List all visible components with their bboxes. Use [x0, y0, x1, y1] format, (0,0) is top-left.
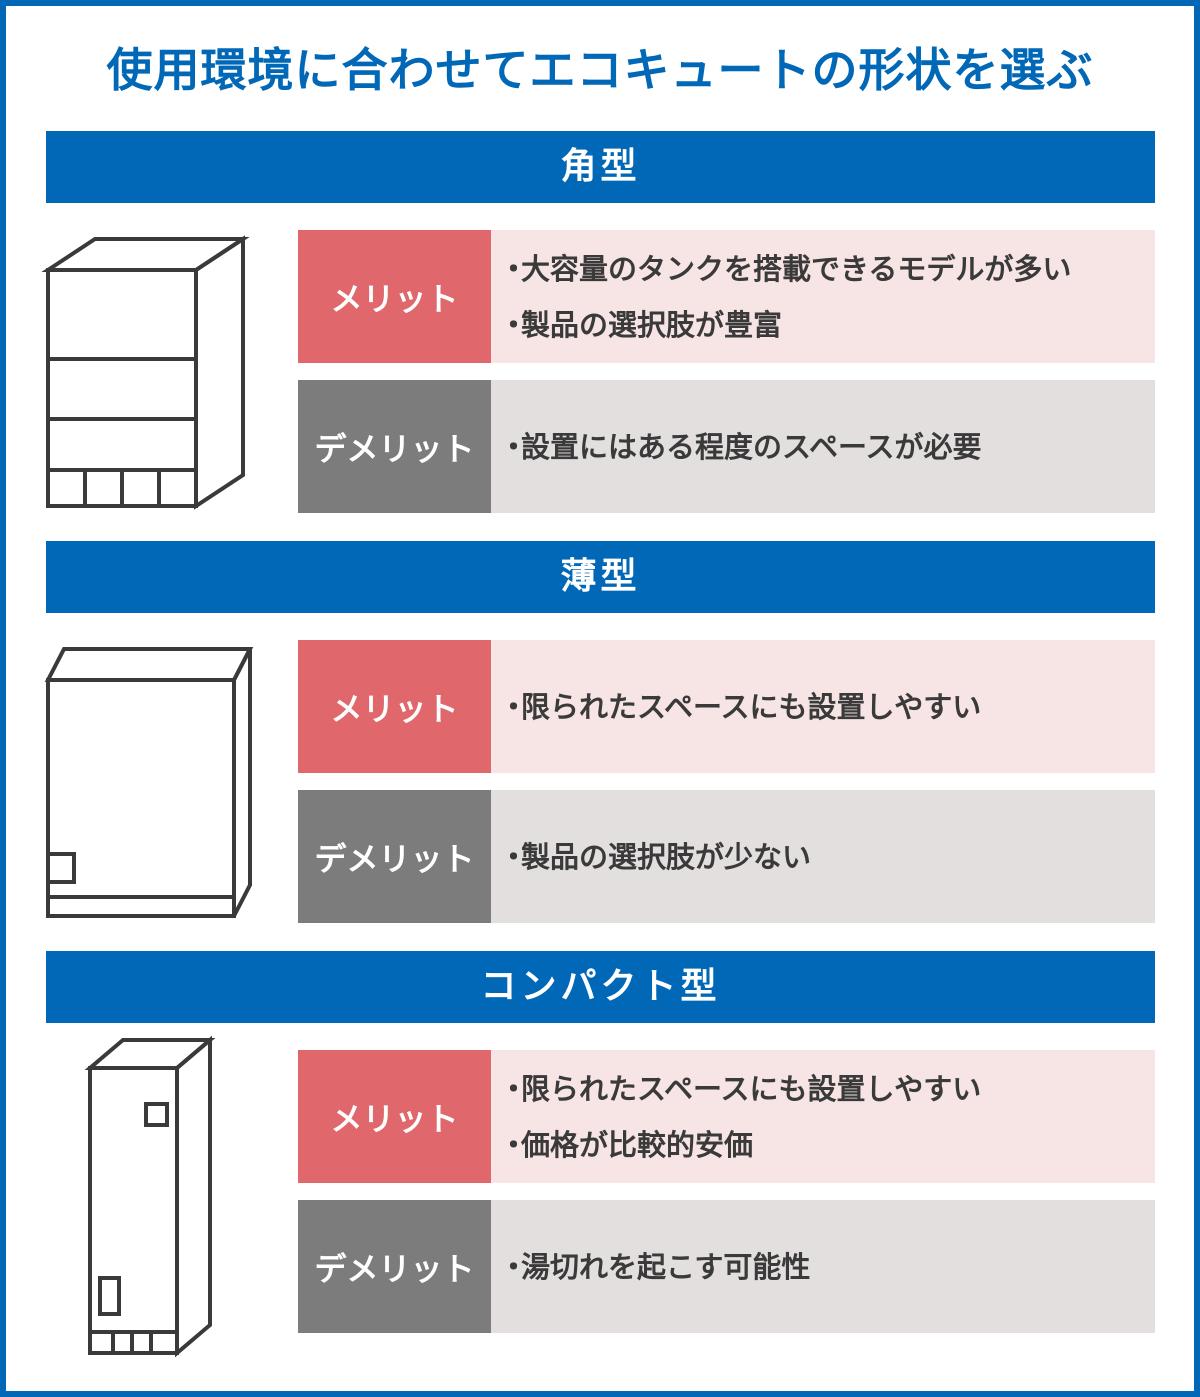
- merit-point: ・価格が比較的安価: [499, 1117, 1155, 1173]
- bullet-icon: ・: [499, 839, 529, 874]
- demerit-points-square: ・設置にはある程度のスペースが必要: [491, 380, 1155, 513]
- demerit-points-slim: ・製品の選択肢が少ない: [491, 790, 1155, 923]
- demerit-point: ・湯切れを起こす可能性: [499, 1239, 1155, 1295]
- bullet-icon: ・: [499, 429, 529, 464]
- bullet-icon: ・: [499, 1249, 529, 1284]
- bullet-icon: ・: [499, 1071, 529, 1106]
- merit-points-compact: ・限られたスペースにも設置しやすい ・価格が比較的安価: [491, 1050, 1155, 1183]
- merit-point: ・限られたスペースにも設置しやすい: [499, 1061, 1155, 1117]
- demerit-label-slim: デメリット: [298, 790, 491, 923]
- slim-type-water-heater-icon: [44, 647, 254, 918]
- section-header-slim: 薄型: [46, 541, 1155, 613]
- merit-points-slim: ・限られたスペースにも設置しやすい: [491, 640, 1155, 773]
- merit-point: ・製品の選択肢が豊富: [499, 297, 1155, 353]
- demerit-label-square: デメリット: [298, 380, 491, 513]
- bullet-icon: ・: [499, 1127, 529, 1162]
- section-header-compact: コンパクト型: [46, 951, 1155, 1023]
- page-title: 使用環境に合わせてエコキュートの形状を選ぶ: [106, 43, 1094, 97]
- bullet-icon: ・: [499, 307, 529, 342]
- compact-type-water-heater-icon: [84, 1035, 216, 1358]
- demerit-points-compact: ・湯切れを起こす可能性: [491, 1200, 1155, 1333]
- merit-point: ・大容量のタンクを搭載できるモデルが多い: [499, 241, 1155, 297]
- merit-label-slim: メリット: [298, 640, 491, 773]
- merit-label-compact: メリット: [298, 1050, 491, 1183]
- merit-label-square: メリット: [298, 230, 491, 363]
- merit-point: ・限られたスペースにも設置しやすい: [499, 679, 1155, 735]
- demerit-point: ・設置にはある程度のスペースが必要: [499, 419, 1155, 475]
- merit-points-square: ・大容量のタンクを搭載できるモデルが多い ・製品の選択肢が豊富: [491, 230, 1155, 363]
- demerit-point: ・製品の選択肢が少ない: [499, 829, 1155, 885]
- section-header-square: 角型: [46, 131, 1155, 203]
- demerit-label-compact: デメリット: [298, 1200, 491, 1333]
- square-type-water-heater-icon: [41, 235, 250, 510]
- bullet-icon: ・: [499, 689, 529, 724]
- bullet-icon: ・: [499, 251, 529, 286]
